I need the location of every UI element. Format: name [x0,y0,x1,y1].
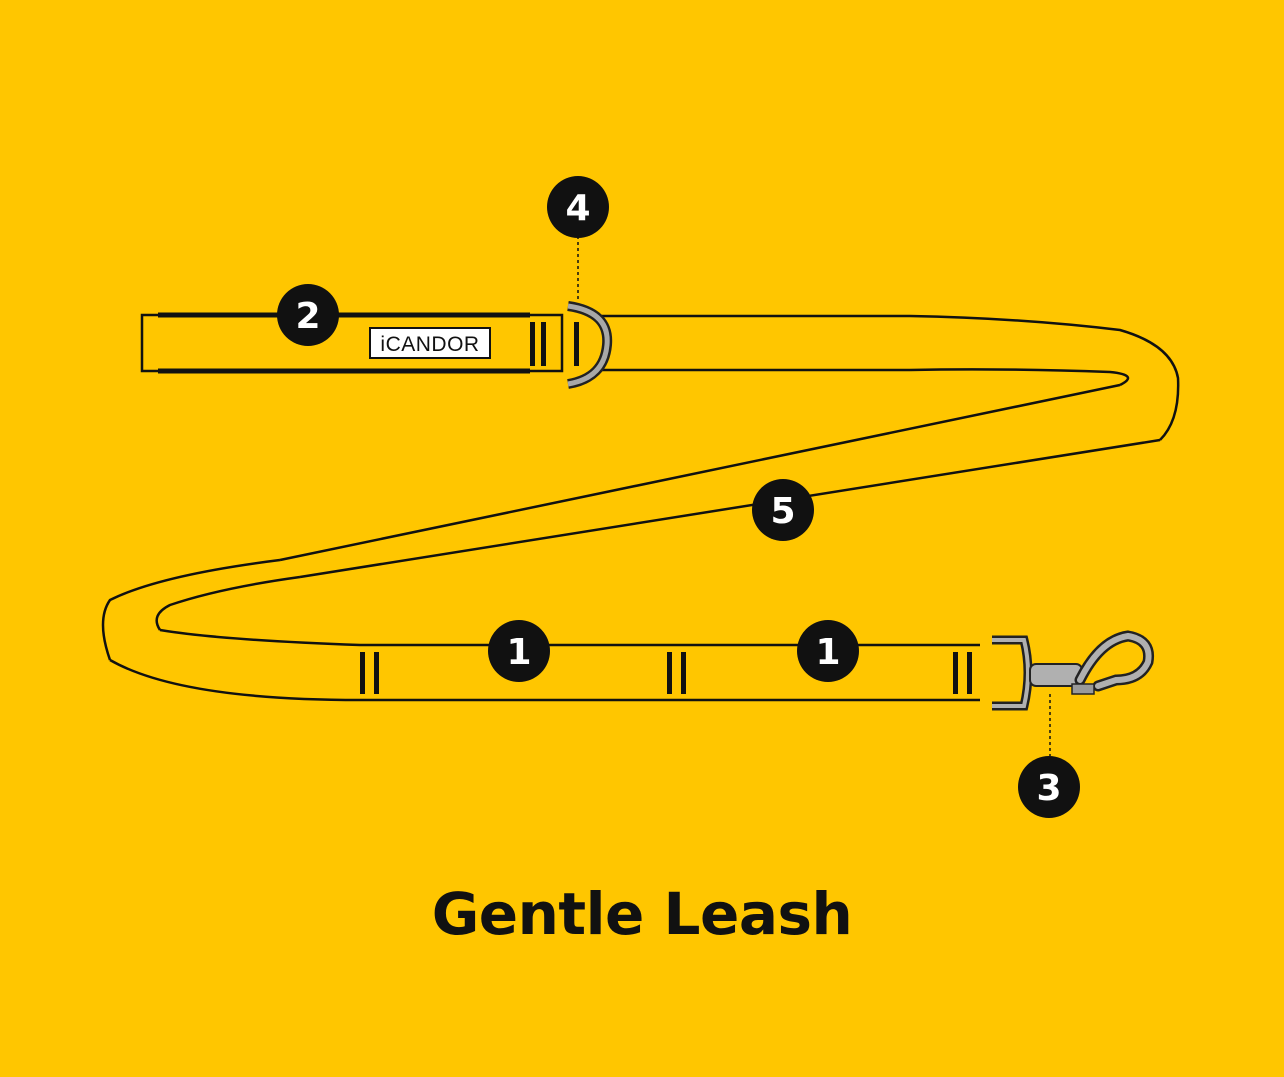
leash-left-loop [101,558,301,661]
stitch-bar [667,652,672,694]
callout-2-label: 2 [295,296,320,337]
brand-tag-label: iCANDOR [380,333,479,356]
stitching-bars [360,652,972,694]
callout-badge-5: 5 [752,479,814,541]
leash-diagonal-strap [279,383,1161,579]
callout-badge-4: 4 [547,176,609,238]
brand-tag: iCANDOR [369,327,491,359]
stitch-bar [360,652,365,694]
handle-stitch-left [530,322,535,366]
callout-badge-2: 2 [277,284,339,346]
callout-badge-3: 3 [1018,756,1080,818]
handle-stitch-right [541,322,546,366]
callout-3-label: 3 [1036,768,1061,809]
callout-badge-1a: 1 [488,620,550,682]
callout-4-label: 4 [565,188,590,229]
callout-5-label: 5 [770,491,795,532]
callout-1b-label: 1 [815,632,840,673]
stitch-bar [953,652,958,694]
leash-lower-strap [109,628,980,702]
callout-badge-1b: 1 [797,620,859,682]
product-title: Gentle Leash [431,880,853,948]
stitch-bar [374,652,379,694]
callout-1a-label: 1 [506,632,531,673]
d-ring [566,301,613,389]
stitch-bar [681,652,686,694]
leash-upper-strap [600,314,910,372]
leash-right-loop [909,314,1180,441]
stitch-bar [967,652,972,694]
snap-hook [992,630,1155,711]
leash-handle: iCANDOR [140,312,564,374]
